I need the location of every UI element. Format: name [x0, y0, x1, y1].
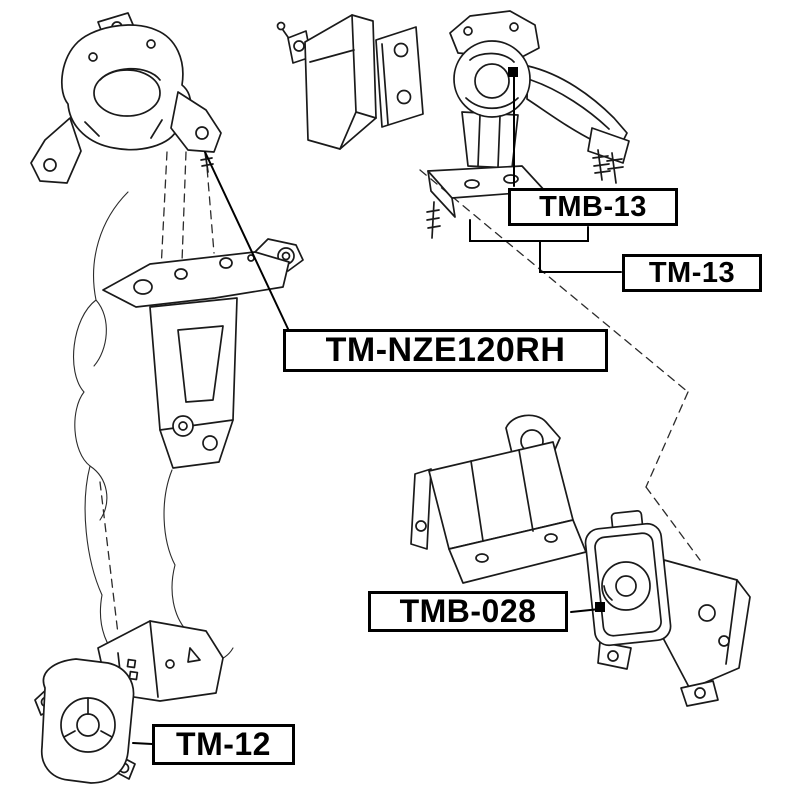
front-engine-mount-drawing [30, 12, 222, 184]
part-label-tmb-028: TMB-028 [368, 591, 568, 632]
leader-lines [132, 76, 622, 745]
part-label-tm-nze120rh: TM-NZE120RH [283, 329, 608, 372]
center-mount-bracket-drawing [102, 238, 304, 469]
part-label-tmb-13: TMB-13 [508, 188, 678, 226]
marker-square-tmb-028 [595, 602, 605, 612]
assembly-dashed-lines [99, 151, 701, 635]
part-label-tm-13: TM-13 [622, 254, 762, 292]
leader-line-tm-13 [539, 240, 622, 273]
part-label-tm-12: TM-12 [152, 724, 295, 765]
leader-bracket-tmb-13 [469, 219, 589, 242]
lower-support-bracket-drawing [410, 414, 587, 584]
leader-line-tm-nze120rh [204, 151, 290, 332]
marker-square-tmb-13 [508, 67, 518, 77]
upper-bracket-drawing [276, 14, 424, 150]
leader-line-tm-12 [132, 742, 153, 745]
side-engine-mount-drawing [584, 510, 751, 707]
front-mount-and-bracket-drawing [34, 620, 224, 784]
